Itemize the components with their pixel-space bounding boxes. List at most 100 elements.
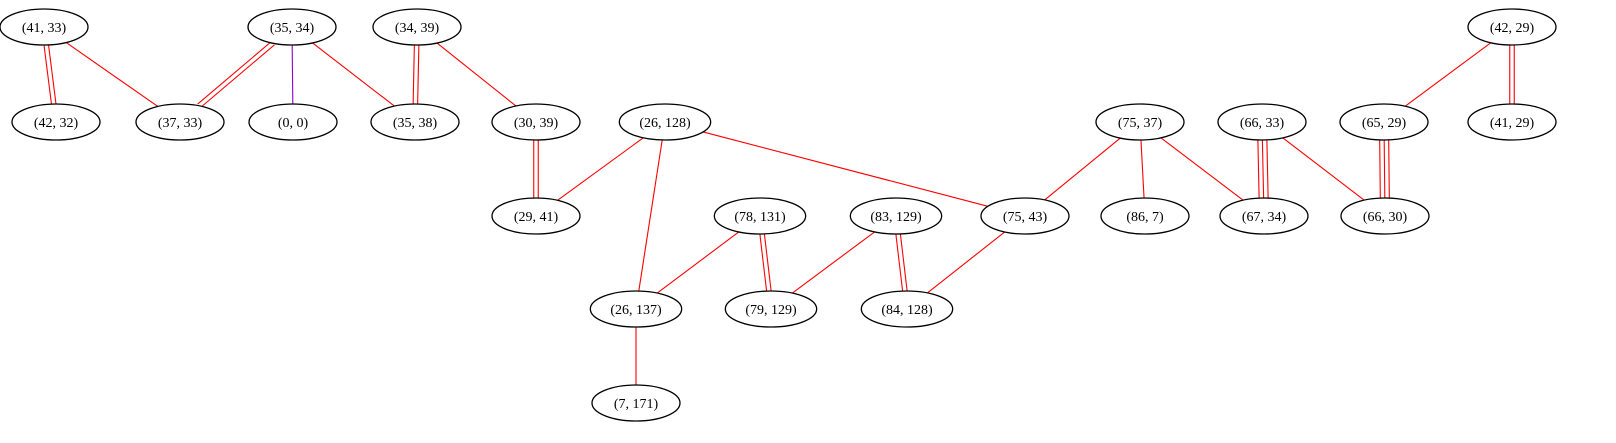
graph-edge <box>927 231 1006 294</box>
node-label: (67, 34) <box>1242 210 1287 225</box>
edges-layer <box>43 41 1515 385</box>
node-label: (0, 0) <box>278 116 309 131</box>
graph-node: (42, 32) <box>11 103 101 141</box>
graph-edge <box>759 234 768 292</box>
graph-edge <box>1383 139 1386 199</box>
graph-edge <box>1379 140 1381 199</box>
node-ellipse <box>1339 103 1429 141</box>
graph-edge <box>65 42 159 107</box>
graph-edge <box>1160 137 1244 201</box>
graph-node: (34, 39) <box>372 8 462 46</box>
graph-node: (7, 171) <box>591 384 681 422</box>
graph-edge <box>656 231 740 294</box>
node-ellipse <box>1467 103 1557 141</box>
graph-edge <box>436 42 517 107</box>
graph-node: (37, 33) <box>135 103 225 141</box>
node-label: (86, 7) <box>1126 210 1164 225</box>
graph-edge <box>1044 137 1121 201</box>
node-label: (42, 32) <box>34 116 79 131</box>
node-label: (75, 37) <box>1118 116 1163 131</box>
node-label: (26, 137) <box>610 303 662 318</box>
node-label: (66, 30) <box>1363 210 1408 225</box>
graph-edge <box>197 41 272 105</box>
graph-edge <box>200 44 275 108</box>
graph-node: (86, 7) <box>1100 197 1190 235</box>
graph-edge <box>899 233 908 291</box>
graph-node: (26, 128) <box>618 103 712 141</box>
graph-edge <box>1257 140 1260 199</box>
node-ellipse <box>618 103 712 141</box>
graph-node: (66, 33) <box>1217 103 1307 141</box>
node-ellipse <box>1467 8 1557 46</box>
graph-edge <box>895 234 904 292</box>
node-label: (79, 129) <box>745 303 797 318</box>
graph-edge <box>702 131 989 207</box>
graph-edge <box>43 45 53 105</box>
graph-edge <box>792 231 875 294</box>
node-ellipse <box>1095 103 1185 141</box>
graph-edge <box>638 139 663 292</box>
graph-node: (35, 38) <box>370 103 460 141</box>
graph-node: (29, 41) <box>491 197 581 235</box>
graph-edge <box>291 44 294 105</box>
node-label: (78, 131) <box>734 210 786 225</box>
node-label: (29, 41) <box>514 210 559 225</box>
node-ellipse <box>491 103 581 141</box>
graph-node: (41, 29) <box>1467 103 1557 141</box>
node-label: (65, 29) <box>1362 116 1407 131</box>
node-ellipse <box>980 197 1070 235</box>
graph-node: (83, 129) <box>849 197 943 235</box>
graph-node: (65, 29) <box>1339 103 1429 141</box>
graph-node: (35, 34) <box>247 8 337 46</box>
node-label: (7, 171) <box>614 397 659 412</box>
node-label: (41, 29) <box>1490 116 1535 131</box>
node-ellipse <box>248 103 338 141</box>
node-ellipse <box>1100 197 1190 235</box>
node-label: (41, 33) <box>22 21 67 36</box>
node-label: (75, 43) <box>1003 210 1048 225</box>
node-ellipse <box>1217 103 1307 141</box>
graph-node: (41, 33) <box>0 8 89 46</box>
graph-node: (30, 39) <box>491 103 581 141</box>
node-ellipse <box>1340 197 1430 235</box>
node-ellipse <box>849 197 943 235</box>
node-label: (35, 34) <box>270 21 315 36</box>
graph-edge <box>1404 42 1492 107</box>
node-label: (66, 33) <box>1240 116 1285 131</box>
node-ellipse <box>591 384 681 422</box>
node-label: (84, 128) <box>881 303 933 318</box>
graph-edge <box>1140 139 1145 199</box>
graph-node: (0, 0) <box>248 103 338 141</box>
graph-node: (26, 137) <box>589 290 683 328</box>
node-ellipse <box>135 103 225 141</box>
graph-node: (75, 37) <box>1095 103 1185 141</box>
node-ellipse <box>713 197 807 235</box>
node-ellipse <box>11 103 101 141</box>
node-ellipse <box>491 197 581 235</box>
node-ellipse <box>860 290 954 328</box>
graph-edge <box>763 233 772 291</box>
node-label: (34, 39) <box>395 21 440 36</box>
node-ellipse <box>589 290 683 328</box>
graph-node: (79, 129) <box>724 290 818 328</box>
graph-node: (66, 30) <box>1340 197 1430 235</box>
node-ellipse <box>372 8 462 46</box>
node-ellipse <box>1219 197 1309 235</box>
nodes-layer: (41, 33) (35, 34) (34, 39) (42, 29) (42, 32)… <box>0 8 1557 422</box>
graph-edge <box>1388 139 1390 198</box>
node-ellipse <box>724 290 818 328</box>
graph-edge <box>1261 139 1265 199</box>
graph-edge <box>1282 137 1365 201</box>
node-ellipse <box>0 8 89 46</box>
node-ellipse <box>370 103 460 141</box>
graph-node: (84, 128) <box>860 290 954 328</box>
node-label: (26, 128) <box>639 116 691 131</box>
graph-edge <box>417 45 420 105</box>
node-label: (42, 29) <box>1490 21 1535 36</box>
node-label: (83, 129) <box>870 210 922 225</box>
graph-edge <box>557 137 644 201</box>
node-label: (37, 33) <box>158 116 203 131</box>
graph-node: (78, 131) <box>713 197 807 235</box>
graph-node: (75, 43) <box>980 197 1070 235</box>
